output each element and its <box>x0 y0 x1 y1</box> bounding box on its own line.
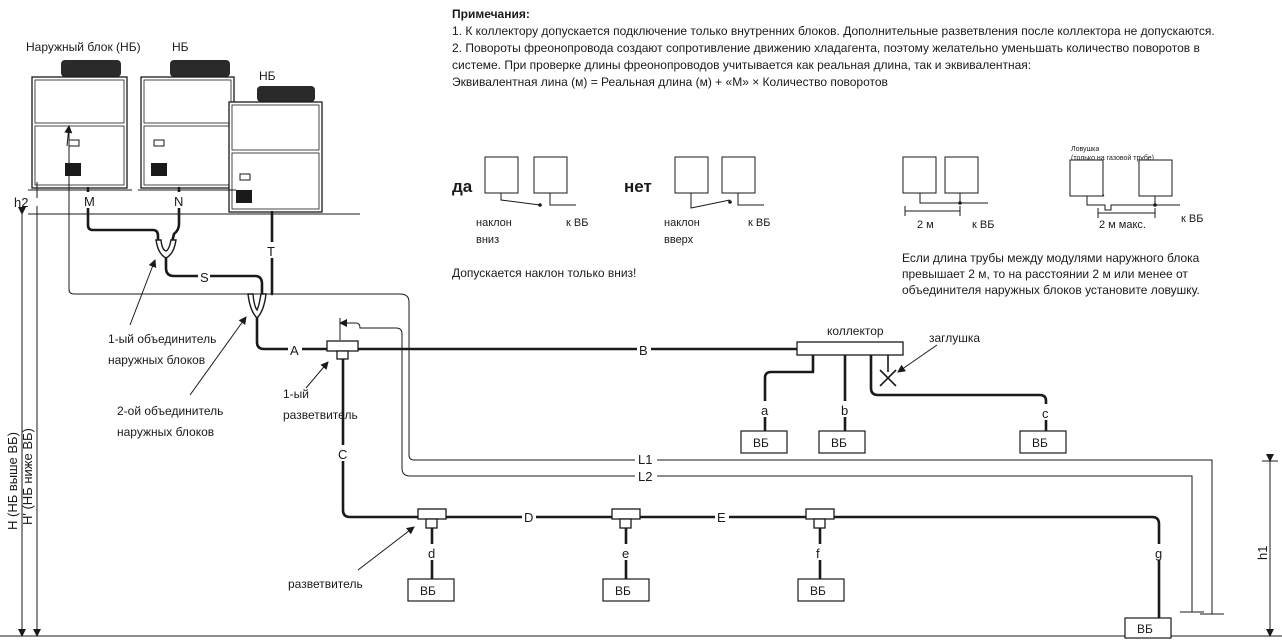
slope-example-yes: да наклон вниз к ВБ <box>452 156 588 246</box>
length-L2-label: L2 <box>638 469 652 484</box>
svg-text:к ВБ: к ВБ <box>748 217 770 229</box>
outdoor-unit-1 <box>31 60 128 189</box>
indoor-unit-f <box>797 578 845 602</box>
indoor-unit-e <box>602 578 650 602</box>
branch-e <box>611 508 641 529</box>
branch-1 <box>326 340 359 360</box>
H-label: H (НБ выше ВБ) <box>5 432 20 530</box>
h2-label: h2 <box>14 195 28 210</box>
trap-example-short: 2 м к ВБ <box>902 156 994 231</box>
pipe-network <box>86 186 1161 620</box>
pipe-T-label: T <box>267 244 275 259</box>
slope-rule-text: Допускается наклон только вниз! <box>452 266 637 280</box>
svg-text:Ловушка: Ловушка <box>1071 146 1099 153</box>
collector <box>796 341 904 356</box>
joiner-2-label-l1: 2-ой объединитель <box>117 404 223 418</box>
svg-text:к ВБ: к ВБ <box>566 217 588 229</box>
indoor-unit-g-label: ВБ <box>1137 622 1153 636</box>
indoor-unit-d-label: ВБ <box>420 584 436 598</box>
height-dimensions <box>0 207 1282 637</box>
indoor-unit-d <box>407 578 455 602</box>
indoor-unit-f-label: ВБ <box>810 584 826 598</box>
pipe-e-label: e <box>622 546 629 561</box>
joiner-1-label-l2: наружных блоков <box>108 353 205 367</box>
pipe-b-label: b <box>841 403 848 418</box>
indoor-unit-b <box>818 430 866 454</box>
pipe-M-label: M <box>84 194 95 209</box>
H-prime-label: H' (НБ ниже ВБ) <box>20 428 35 525</box>
note-3: Эквивалентная лина (м) = Реальная длина … <box>452 75 888 89</box>
outdoor-unit-label: Наружный блок (НБ) <box>26 40 141 54</box>
indoor-unit-c <box>1019 430 1067 454</box>
plug-label: заглушка <box>929 331 980 345</box>
outdoor-unit-3-label: НБ <box>259 69 276 83</box>
note-2: 2. Повороты фреонопровода создают сопрот… <box>452 41 1200 72</box>
branch-1-label-l1: 1-ый <box>283 387 309 401</box>
indoor-unit-a-label: ВБ <box>753 436 769 450</box>
pipe-A-label: A <box>290 343 299 358</box>
pipe-d-label: d <box>428 546 435 561</box>
pipe-D-label: D <box>524 510 533 525</box>
outdoor-unit-2 <box>140 60 235 189</box>
pipe-N-label: N <box>174 194 183 209</box>
indoor-unit-a <box>740 430 788 454</box>
outdoor-unit-2-label: НБ <box>172 40 189 54</box>
svg-text:вниз: вниз <box>476 234 499 246</box>
trap-condition-text: Если длина трубы между модулями наружног… <box>902 251 1200 297</box>
collector-label: коллектор <box>827 324 884 338</box>
indoor-unit-c-label: ВБ <box>1032 436 1048 450</box>
outdoor-unit-3 <box>228 86 323 213</box>
note-1: 1. К коллектору допускается подключение … <box>452 24 1215 38</box>
pipe-c-label: c <box>1042 406 1049 421</box>
joiner-1-label-l1: 1-ый объединитель <box>108 332 216 346</box>
indoor-unit-e-label: ВБ <box>615 584 631 598</box>
svg-text:к ВБ: к ВБ <box>1181 213 1203 225</box>
pipe-f-label: f <box>816 546 820 561</box>
branch-1-label-l2: разветвитель <box>283 408 358 422</box>
indoor-unit-g <box>1124 617 1172 639</box>
indoor-unit-b-label: ВБ <box>831 436 847 450</box>
joiner-1 <box>155 239 177 259</box>
notes-block: Примечания: 1. К коллектору допускается … <box>452 6 1252 91</box>
branch-label: разветвитель <box>288 577 363 591</box>
slope-no-label: нет <box>624 177 652 196</box>
h1-label: h1 <box>1255 546 1270 560</box>
pipe-B-label: B <box>639 343 648 358</box>
svg-text:2 м макс.: 2 м макс. <box>1099 219 1146 231</box>
branch-f <box>805 508 835 529</box>
slope-yes-label: да <box>452 177 473 196</box>
notes-title: Примечания: <box>452 7 530 21</box>
pipe-S-label: S <box>200 270 209 285</box>
pipe-E-label: E <box>717 510 726 525</box>
svg-text:наклон: наклон <box>664 217 700 229</box>
length-L1-label: L1 <box>638 452 652 467</box>
svg-text:к ВБ: к ВБ <box>972 219 994 231</box>
length-lines <box>68 126 1224 615</box>
pipe-g-label: g <box>1155 546 1162 561</box>
svg-text:(только на газовой трубе): (только на газовой трубе) <box>1071 154 1154 162</box>
trap-example-long: Ловушка (только на газовой трубе) 2 м ма… <box>1069 146 1203 231</box>
joiner-2 <box>247 293 267 319</box>
pipe-a-label: a <box>761 403 769 418</box>
svg-text:вверх: вверх <box>664 234 694 246</box>
svg-text:2 м: 2 м <box>917 219 934 231</box>
pipe-C-label: C <box>338 447 347 462</box>
branch-d <box>417 508 447 529</box>
slope-example-no: нет наклон вверх к ВБ <box>624 156 770 246</box>
collector-plug <box>879 355 897 387</box>
joiner-2-label-l2: наружных блоков <box>117 425 214 439</box>
svg-text:наклон: наклон <box>476 217 512 229</box>
